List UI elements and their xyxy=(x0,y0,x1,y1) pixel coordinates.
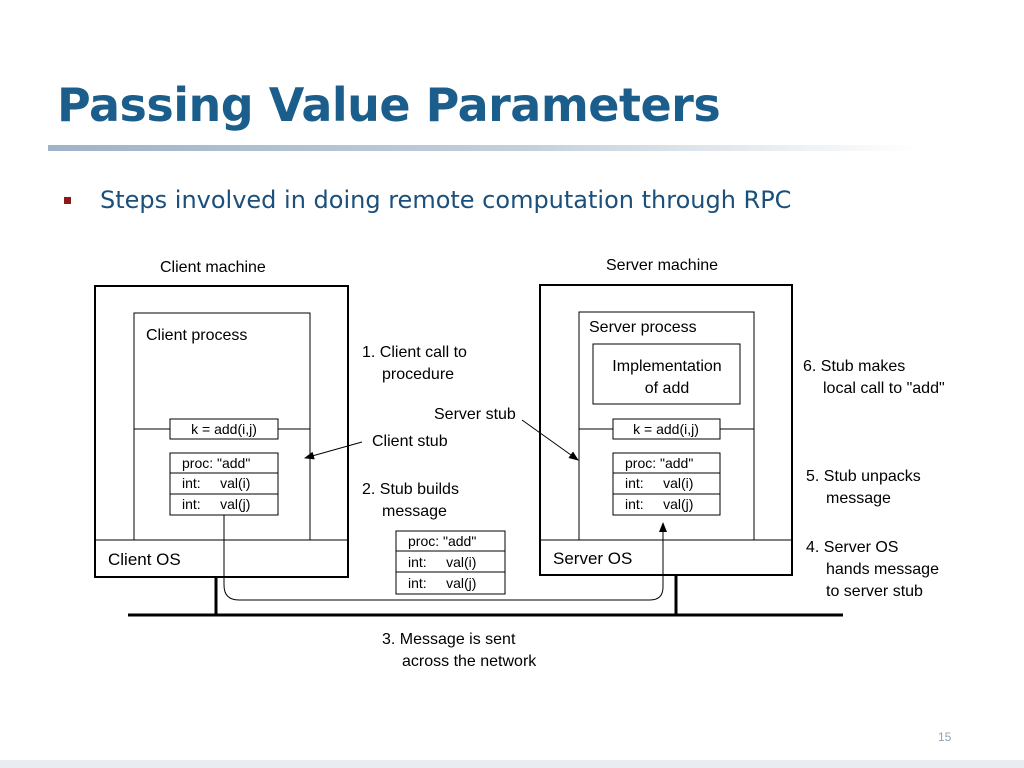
client-machine-box xyxy=(94,285,349,578)
server-stub-label: Server stub xyxy=(434,406,516,423)
server-call-box xyxy=(612,418,721,440)
step-6-text: local call to "add" xyxy=(823,380,945,397)
step-5-text: message xyxy=(826,490,891,507)
client-os-label: Client OS xyxy=(108,550,181,569)
client-call-text: k = add(i,j) xyxy=(191,421,257,437)
transit-message: proc: "add" int: val(i) int: val(j) xyxy=(395,530,506,595)
footer-bar xyxy=(0,760,1024,768)
step-2-text: message xyxy=(382,503,447,520)
server-os-label: Server OS xyxy=(553,549,632,568)
step-3-text: 3. Message is sent xyxy=(382,631,516,648)
client-message-row: int: val(i) xyxy=(182,475,250,491)
server-process-label: Server process xyxy=(589,319,697,336)
client-message-row: int: val(j) xyxy=(182,496,250,512)
server-process-box xyxy=(578,311,755,541)
client-process-label: Client process xyxy=(146,327,247,344)
server-stub-pointer xyxy=(521,419,579,461)
step-4-text: 4. Server OS xyxy=(806,539,898,556)
bullet-icon xyxy=(64,197,71,204)
server-machine-label: Server machine xyxy=(606,257,718,274)
slide-title: Passing Value Parameters xyxy=(57,78,721,132)
server-message-row: int: val(i) xyxy=(625,475,693,491)
client-call-box xyxy=(169,418,279,440)
transit-message-row: proc: "add" xyxy=(408,533,476,549)
bullet-text: Steps involved in doing remote computati… xyxy=(100,186,792,214)
server-message-row: int: val(j) xyxy=(625,496,693,512)
title-underline xyxy=(48,145,918,151)
step-6-text: 6. Stub makes xyxy=(803,358,905,375)
implementation-box xyxy=(592,343,741,405)
server-message: proc: "add" int: val(i) int: val(j) xyxy=(612,452,721,516)
server-message-box xyxy=(612,452,721,516)
page-number: 15 xyxy=(938,730,952,744)
step-1-text: procedure xyxy=(382,366,454,383)
server-machine-box xyxy=(539,284,793,576)
client-message: proc: "add" int: val(i) int: val(j) xyxy=(169,452,279,516)
step-2-text: 2. Stub builds xyxy=(362,481,459,498)
transit-message-row: int: val(i) xyxy=(408,554,476,570)
step-4-text: hands message xyxy=(826,561,939,578)
transit-message-box xyxy=(395,530,506,595)
client-machine-label: Client machine xyxy=(160,259,266,276)
step-4-text: to server stub xyxy=(826,583,923,600)
client-message-row: proc: "add" xyxy=(182,455,250,471)
client-stub-label: Client stub xyxy=(372,433,448,450)
message-path xyxy=(223,515,667,601)
implementation-label: of add xyxy=(645,380,689,397)
client-stub-pointer xyxy=(304,441,363,460)
client-message-box xyxy=(169,452,279,516)
server-call-text: k = add(i,j) xyxy=(633,421,699,437)
step-3-text: across the network xyxy=(402,653,537,670)
transit-message-row: int: val(j) xyxy=(408,575,476,591)
step-5-text: 5. Stub unpacks xyxy=(806,468,921,485)
server-message-row: proc: "add" xyxy=(625,455,693,471)
client-process-box xyxy=(133,312,311,541)
step-1-text: 1. Client call to xyxy=(362,344,467,361)
implementation-label: Implementation xyxy=(612,358,721,375)
